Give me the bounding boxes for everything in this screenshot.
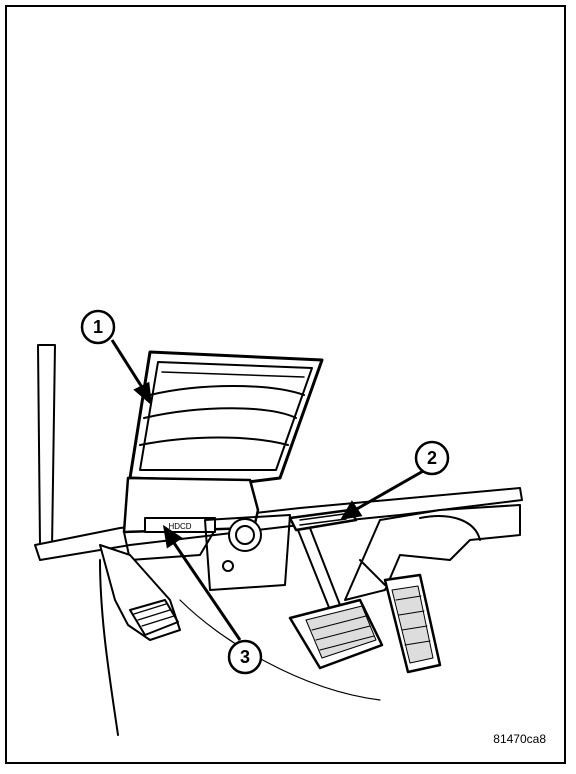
footrest xyxy=(99,544,181,641)
carpet-edge xyxy=(179,599,381,701)
callout-1-label: 1 xyxy=(93,317,103,337)
left-side-panel xyxy=(37,344,56,549)
brake-pedal xyxy=(288,527,384,670)
leader-arrow-3 xyxy=(162,524,242,641)
leader-arrow-2 xyxy=(340,468,426,521)
leader-arrow-1 xyxy=(110,339,152,406)
callout-3: 3 xyxy=(227,639,263,675)
figure-id: 81470ca8 xyxy=(493,732,546,746)
callout-3-label: 3 xyxy=(240,647,250,667)
right-bracket xyxy=(419,515,481,541)
data-link-connector xyxy=(288,508,358,532)
right-dash-structure xyxy=(344,504,521,601)
storage-bin-door xyxy=(128,350,324,484)
callout-2-label: 2 xyxy=(427,448,437,468)
accelerator-pedal xyxy=(359,559,442,674)
module-label: HDCD xyxy=(168,522,191,531)
steering-column xyxy=(204,514,291,591)
callout-1: 1 xyxy=(80,309,116,345)
floor-curve xyxy=(99,559,119,736)
callout-2: 2 xyxy=(414,440,450,476)
